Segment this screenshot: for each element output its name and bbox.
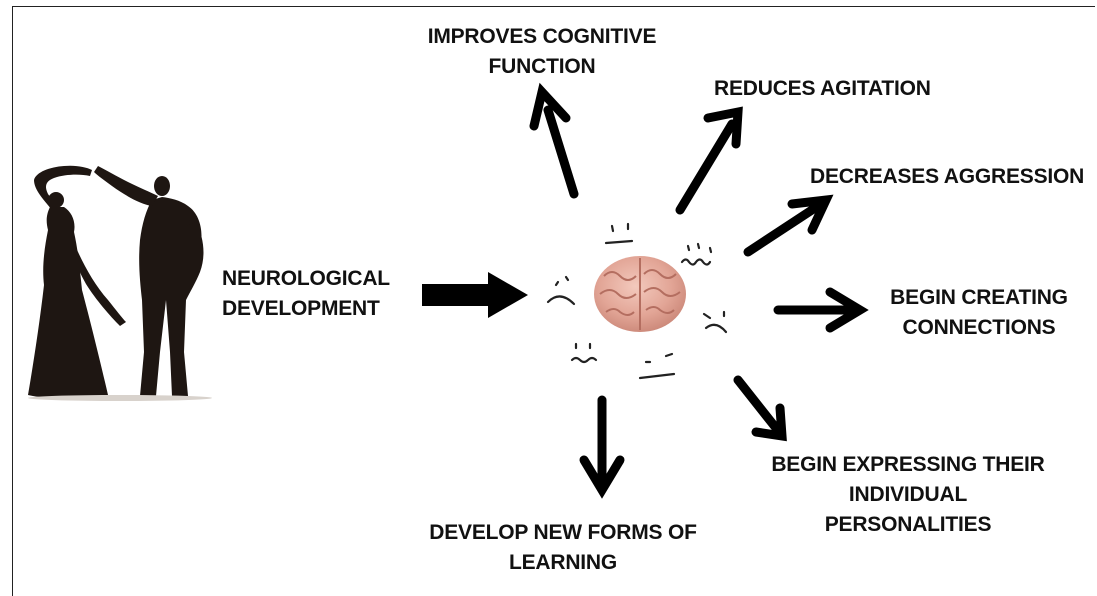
input-arrow: [422, 272, 528, 318]
output-arrows: [529, 82, 869, 499]
arrow-to-agitation: [675, 106, 743, 215]
label-line: DEVELOPMENT: [222, 297, 380, 320]
label-line: BEGIN EXPRESSING THEIR: [771, 453, 1045, 476]
label-line: LEARNING: [508, 551, 618, 574]
label-line: DEVELOP NEW FORMS OF: [429, 521, 697, 544]
face-doodle-upper-right: [680, 242, 713, 266]
label-line: BEGIN CREATING: [890, 286, 1068, 309]
figure-frame: [12, 6, 1095, 596]
label-develop-new-forms-of-learning: DEVELOP NEW FORMS OF LEARNING: [410, 518, 716, 578]
face-doodle-bottom: [638, 352, 676, 380]
face-doodle-right: [702, 310, 728, 334]
brain-icon: [594, 256, 686, 332]
face-doodle-lower-left: [570, 342, 598, 364]
label-line: CONNECTIONS: [902, 316, 1056, 339]
label-reduces-agitation: REDUCES AGITATION: [714, 74, 931, 104]
woman-silhouette: [28, 165, 126, 399]
dancing-couple-icon: [28, 165, 212, 401]
label-decreases-aggression: DECREASES AGGRESSION: [810, 162, 1084, 192]
man-silhouette: [94, 166, 204, 396]
label-line: FUNCTION: [488, 55, 596, 78]
arrow-to-cognitive: [529, 82, 579, 199]
arrow-to-connections: [773, 287, 869, 333]
face-doodle-top: [604, 222, 634, 245]
label-begin-creating-connections: BEGIN CREATING CONNECTIONS: [874, 283, 1084, 343]
label-line: INDIVIDUAL: [848, 483, 968, 506]
label-begin-expressing-personalities: BEGIN EXPRESSING THEIR INDIVIDUAL PERSON…: [758, 450, 1058, 540]
label-line: NEUROLOGICAL: [222, 267, 390, 290]
sad-face-doodles: [546, 222, 728, 380]
arrow-to-learning: [579, 395, 625, 499]
face-doodle-left: [546, 275, 576, 306]
label-line: IMPROVES COGNITIVE: [427, 25, 657, 48]
arrow-to-aggression: [743, 194, 834, 257]
label-line: PERSONALITIES: [824, 513, 992, 536]
label-neurological-development: NEUROLOGICAL DEVELOPMENT: [222, 264, 390, 324]
label-improves-cognitive-function: IMPROVES COGNITIVE FUNCTION: [412, 22, 672, 82]
label-line: DECREASES AGGRESSION: [810, 165, 1085, 188]
label-line: REDUCES AGITATION: [714, 77, 931, 100]
arrow-to-personalities: [733, 375, 787, 442]
